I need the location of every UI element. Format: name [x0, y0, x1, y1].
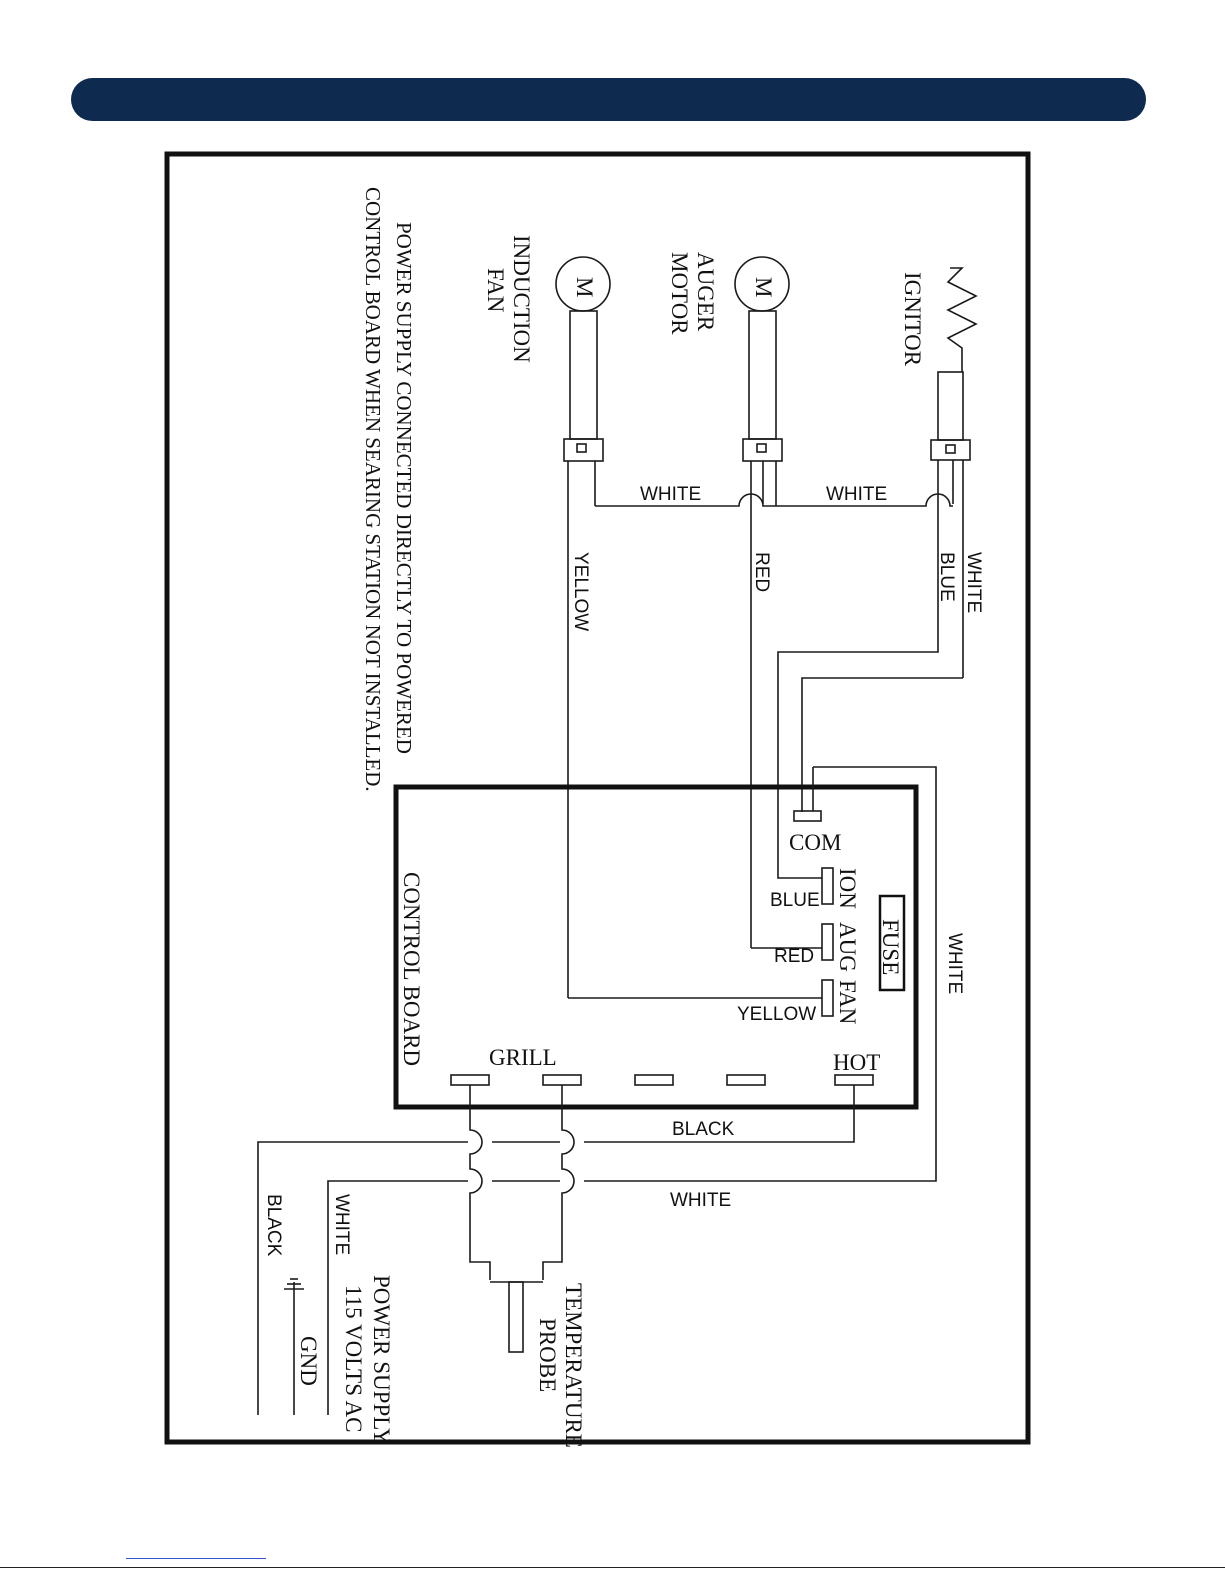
temp-probe-label-2: PROBE: [535, 1318, 560, 1392]
grill-label: GRILL: [489, 1045, 557, 1070]
fan-terminal: [821, 979, 834, 1017]
temp-probe-label-1: TEMPERATURE: [561, 1283, 586, 1448]
grill-terminal-1: [450, 1074, 490, 1086]
auger-motor-symbol: M: [751, 277, 776, 297]
control-board: [393, 784, 919, 1110]
auger-motor-label-2: MOTOR: [667, 252, 692, 335]
supply-black-label: BLACK: [263, 1194, 284, 1257]
hot-label: HOT: [833, 1050, 880, 1075]
wire-blue-label: BLUE: [936, 552, 957, 602]
grill-terminal-2: [542, 1074, 582, 1086]
com-terminal: [793, 810, 822, 822]
auger-motor-label-1: AUGER: [693, 252, 718, 332]
ignitor-label: IGNITOR: [900, 272, 925, 367]
wire-white-right-label: WHITE: [944, 933, 965, 994]
note-line-1: POWER SUPPLY CONNECTED DIRECTLY TO POWER…: [392, 222, 416, 754]
white-common-wire-1: [595, 493, 776, 507]
control-board-label: CONTROL BOARD: [399, 872, 424, 1066]
spare-terminal-1: [634, 1074, 674, 1086]
fuse-label: FUSE: [878, 919, 903, 975]
probe-wire-left: [469, 1085, 491, 1280]
wire-white-vertical-label: WHITE: [963, 552, 984, 613]
spare-terminal-2: [726, 1074, 766, 1086]
diagram-frame: [164, 151, 1031, 1445]
gnd-label: GND: [296, 1336, 321, 1386]
auger-motor: [734, 256, 790, 948]
com-label: COM: [789, 830, 841, 855]
aug-terminal: [821, 923, 834, 961]
induction-fan-label-1: INDUCTION: [509, 235, 534, 363]
hot-terminal: [834, 1074, 874, 1086]
wire-red-label: RED: [751, 552, 772, 592]
probe-wire-right: [542, 1085, 575, 1280]
footer-rule: [0, 1567, 1225, 1568]
header-bar: [71, 78, 1146, 121]
footer-link-underline: [126, 1558, 266, 1559]
ion-label: ION: [835, 868, 860, 909]
induction-fan: [555, 256, 611, 998]
wire-white-label-a: WHITE: [640, 484, 701, 505]
induction-fan-symbol: M: [572, 277, 597, 297]
ignitor-element: [930, 267, 978, 678]
wire-yellow-fan-label: YELLOW: [737, 1004, 816, 1025]
note-line-2: CONTROL BOARD WHEN SEARING STATION NOT I…: [361, 187, 385, 792]
wire-white-bottom-label: WHITE: [670, 1190, 731, 1211]
wire-blue-ion-label: BLUE: [770, 890, 820, 911]
ion-terminal: [821, 867, 834, 905]
black-wire-hot: [584, 1085, 855, 1143]
white-wire-right-loop: [584, 766, 937, 1182]
fuse: [878, 894, 906, 992]
blue-wire-route: [777, 510, 939, 879]
white-common-wire-2: [776, 493, 953, 507]
fan-label: FAN: [835, 980, 860, 1025]
wire-yellow-label: YELLOW: [570, 552, 591, 631]
ground-symbol: [284, 1278, 304, 1415]
wire-black-hot-label: BLACK: [672, 1119, 735, 1140]
supply-white-label: WHITE: [331, 1194, 352, 1255]
power-supply-label-2: 115 VOLTS AC: [341, 1285, 366, 1432]
induction-fan-label-2: FAN: [483, 268, 508, 313]
white-wire-route: [801, 677, 963, 812]
aug-label: AUG: [835, 922, 860, 972]
temperature-probe: [508, 1281, 524, 1353]
wire-white-label-b: WHITE: [826, 484, 887, 505]
wire-red-aug-label: RED: [774, 946, 814, 967]
power-supply-label-1: POWER SUPPLY: [369, 1275, 394, 1445]
